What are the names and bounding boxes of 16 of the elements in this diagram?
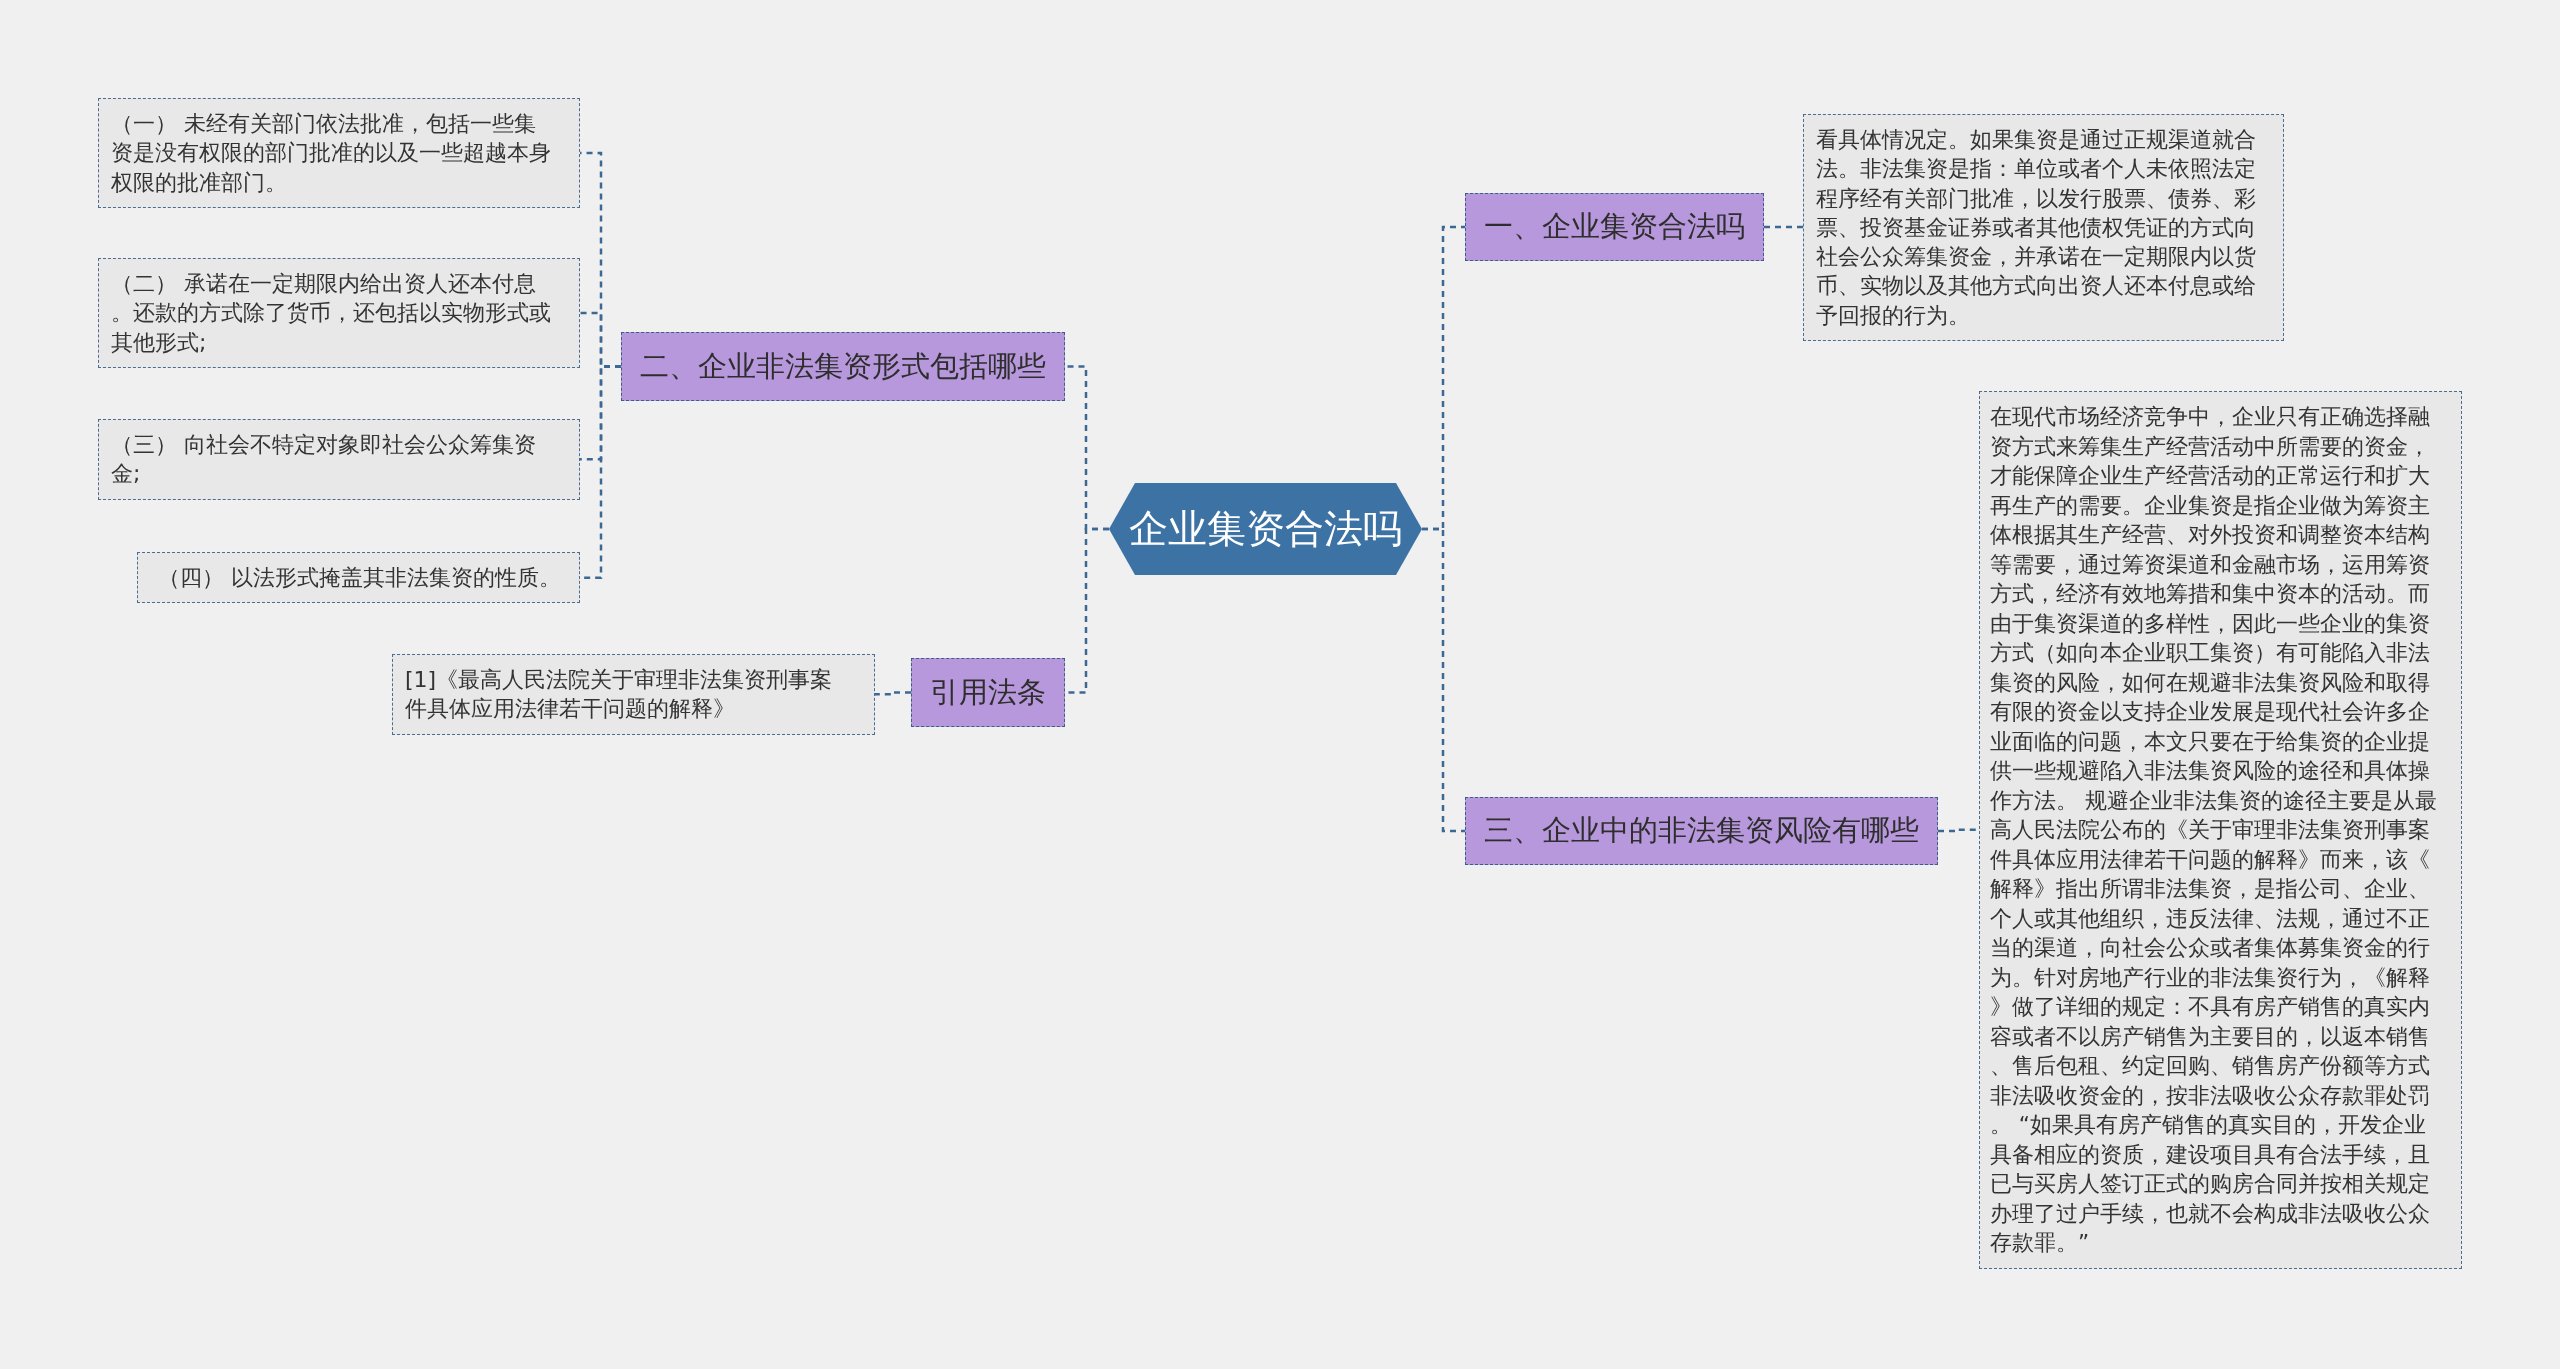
note-box: （四） 以法形式掩盖其非法集资的性质。 xyxy=(137,552,580,604)
note-box: （一） 未经有关部门依法批准，包括一些集资是没有权限的部门批准的以及一些超越本身权限的批准部门。 xyxy=(98,98,580,208)
topic-box: 二、企业非法集资形式包括哪些 xyxy=(621,332,1065,401)
connector xyxy=(1764,225,1803,229)
note-box: [1]《最高人民法院关于审理非法集资刑事案件具体应用法律若干问题的解释》 xyxy=(392,654,875,735)
note-box: （二） 承诺在一定期限内给出资人还本付息。还款的方式除了货币，还包括以实物形式或其他形式; xyxy=(98,258,580,368)
connector xyxy=(875,691,911,696)
topic-box: 一、企业集资合法吗 xyxy=(1465,193,1764,261)
connector xyxy=(1422,527,1465,833)
topic-box: 三、企业中的非法集资风险有哪些 xyxy=(1465,797,1938,865)
note-box: 看具体情况定。如果集资是通过正规渠道就合法。非法集资是指：单位或者个人未依照法定程序经有关部门批准，以发行股票、债券、彩票、投资基金证券或者其他债权凭证的方式向社会公众筹集资金，并承诺在一定期限内以货币、实物以及其他方式向出资人还本付息或给予回报的行为。 xyxy=(1803,114,2284,342)
note-box: 在现代市场经济竞争中，企业只有正确选择融资方式来筹集生产经营活动中所需要的资金，才能保障企业生产经营活动的正常运行和扩大再生产的需要。企业集资是指企业做为筹资主体根据其生产经营、对外投资和调整资本结构等需要，通过筹资渠道和金融市场，运用筹资方式，经济有效地筹措和集中资本的活动。而由于集资渠道的多样性，因此一些企业的集资方式（如向本企业职工集资）有可能陷入非法集资的风险，如何在规避非法集资风险和取得有限的资金以支持企业发展是现代社会许多企业面临的问题，本文只要在于给集资的企业提供一些规避陷入非法集资风险的途径和具体操作方法。 规避企业非法集资的途径主要是从最高人民法院公布的《关于审理非法集资刑事案件具体应用法律若干问题的解释》而来，该《解释》指出所谓非法集资，是指公司、企业、个人或其他组织，违反法律、法规，通过不正当的渠道，向社会公众或者集体募集资金的行为。针对房地产行业的非法集资行为，《解释》做了详细的规定：不具有房产销售的真实内容或者不以房产销售为主要目的，以返本销售、售后包租、约定回购、销售房产份额等方式非法吸收资金的，按非法吸收公众存款罪处罚。 “如果具有房产销售的真实目的，开发企业具备相应的资质，建设项目具有合法手续，且已与买房人签订正式的购房合同并按相关规定办理了过户手续，也就不会构成非法吸收公众存款罪。” xyxy=(1979,391,2462,1269)
connector xyxy=(1938,828,1979,833)
note-box: （三） 向社会不特定对象即社会公众筹集资金; xyxy=(98,419,580,500)
central-topic: 企业集资合法吗 xyxy=(1109,483,1422,575)
topic-box: 引用法条 xyxy=(911,658,1065,727)
